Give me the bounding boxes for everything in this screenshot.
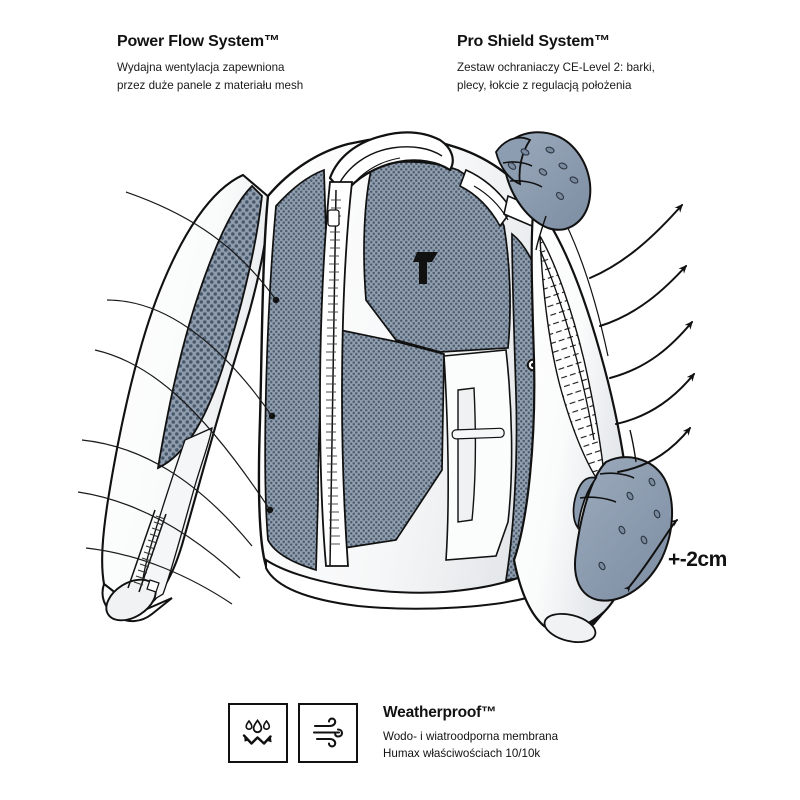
weatherproof-title: Weatherproof™ <box>383 704 497 721</box>
callout-power-flow-body: Wydajna wentylacja zapewniona przez duże… <box>117 59 303 95</box>
callout-pro-shield-line-1: Zestaw ochraniaczy CE-Level 2: barki, <box>457 60 655 74</box>
windproof-icon-box <box>298 703 358 763</box>
adjustment-range-label: +-2cm <box>668 548 727 571</box>
collar <box>328 131 454 197</box>
callout-power-flow-title: Power Flow System™ <box>117 33 280 50</box>
callout-pro-shield-title: Pro Shield System™ <box>457 33 610 50</box>
callout-power-flow-line-1: Wydajna wentylacja zapewniona <box>117 60 285 74</box>
callout-pro-shield-body: Zestaw ochraniaczy CE-Level 2: barki, pl… <box>457 59 655 95</box>
weatherproof-text: Weatherproof™ Wodo- i wiatroodporna memb… <box>383 701 558 763</box>
callout-pro-shield-line-2: plecy, łokcie z regulacją położenia <box>457 78 632 92</box>
cuff-zipper <box>127 509 167 593</box>
weatherproof-block: Weatherproof™ Wodo- i wiatroodporna memb… <box>228 701 558 763</box>
callout-power-flow-line-2: przez duże panele z materiału mesh <box>117 78 304 92</box>
rebelhorn-logo <box>413 252 438 284</box>
weatherproof-line-1: Wodo- i wiatroodporna membrana <box>383 730 559 744</box>
weatherproof-line-2: Humax właściwościach 10/10k <box>383 747 541 761</box>
left-sleeve <box>101 173 272 622</box>
airflow-arrows <box>589 203 695 473</box>
windproof-icon <box>312 717 344 748</box>
callout-power-flow: Power Flow System™ Wydajna wentylacja za… <box>117 33 303 95</box>
water-repellent-icon-box <box>228 703 288 763</box>
mesh-leader-lines <box>77 191 277 605</box>
shoulder-protector <box>495 131 592 251</box>
weatherproof-icon-group <box>228 703 358 763</box>
water-repellent-icon <box>242 719 272 745</box>
adjustment-arc <box>623 519 678 593</box>
front-zipper <box>319 181 354 567</box>
callout-pro-shield: Pro Shield System™ Zestaw ochraniaczy CE… <box>457 33 655 95</box>
